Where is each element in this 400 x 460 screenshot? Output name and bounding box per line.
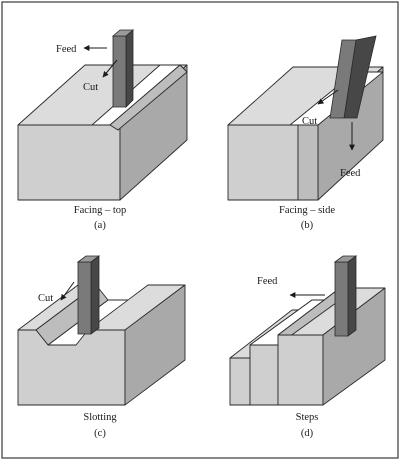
cut-arrow — [60, 281, 75, 301]
cutter — [333, 255, 358, 337]
cutter-top — [76, 255, 101, 263]
front-face — [227, 124, 299, 201]
panel-a-caption: Facing – top — [74, 205, 127, 216]
panel-a-letter: (a) — [94, 220, 106, 231]
workpiece-block — [17, 284, 186, 406]
panel-facing-side: Cut Feed Facing – side (b) — [227, 35, 384, 231]
panel-c-letter: (c) — [94, 428, 106, 439]
cutter-top — [333, 255, 358, 263]
side-face — [322, 287, 386, 406]
workpiece-block — [229, 287, 386, 406]
panel-b-letter: (b) — [301, 220, 314, 231]
feed-label: Feed — [340, 168, 361, 179]
cut-arrow — [102, 59, 118, 78]
cutter — [329, 35, 377, 119]
front-face — [17, 124, 121, 201]
step-wall — [109, 64, 188, 131]
cutter-side — [347, 255, 357, 337]
middle-front — [249, 344, 279, 406]
cutter-front — [329, 39, 357, 119]
cutter-front — [112, 35, 127, 108]
front-recess-wall — [297, 124, 319, 201]
cutter — [76, 255, 101, 335]
workpiece-block — [17, 64, 188, 201]
panel-facing-top: Feed Cut Facing – top (a) — [17, 29, 188, 231]
cut-arrow — [317, 89, 339, 105]
cut-label: Cut — [302, 116, 317, 127]
panel-c-caption: Slotting — [83, 412, 117, 423]
cutter-side — [125, 29, 134, 108]
cutter-top — [111, 29, 135, 37]
upper-front — [277, 334, 324, 406]
panel-d-letter: (d) — [301, 428, 314, 439]
panel-slotting: Cut Slotting (c) — [17, 255, 186, 439]
cutter-front — [77, 261, 92, 335]
feed-label: Feed — [257, 276, 278, 287]
panel-d-caption: Steps — [296, 412, 319, 423]
side-face — [124, 284, 186, 406]
lower-step-front — [229, 357, 251, 406]
panel-b-caption: Facing – side — [279, 205, 335, 216]
cut-label: Cut — [38, 293, 53, 304]
cutter-side — [90, 255, 100, 335]
cut-label: Cut — [83, 82, 98, 93]
panel-steps: Feed Steps (d) — [229, 255, 386, 439]
feed-label: Feed — [56, 44, 77, 55]
cutter-front — [334, 261, 349, 337]
cutter — [111, 29, 135, 108]
